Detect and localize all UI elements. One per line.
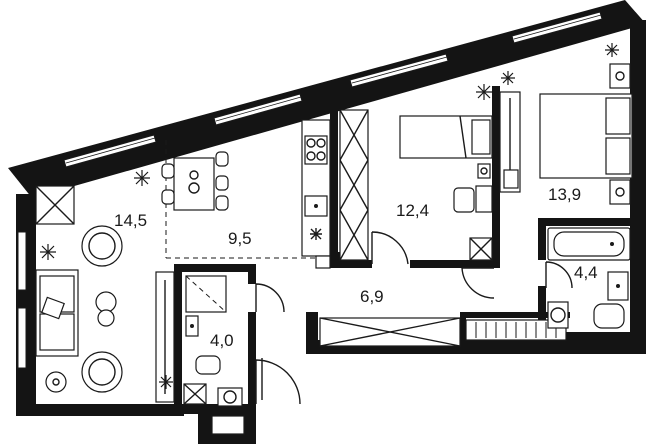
master-bedroom-furniture (503, 63, 633, 205)
doors (255, 231, 573, 405)
area-label-hall: 6,9 (360, 287, 384, 306)
interior-walls (174, 86, 638, 414)
area-label-small-bedroom: 12,4 (396, 201, 429, 220)
plant-icon (159, 375, 173, 389)
area-labels: 14,5 9,5 12,4 13,9 6,9 4,4 4,0 (114, 185, 598, 350)
area-label-dining: 9,5 (228, 229, 252, 248)
guest-bathroom-fixtures (183, 275, 243, 407)
plant-icons (40, 43, 619, 389)
living-furniture (35, 185, 123, 393)
exterior-window-wall (8, 0, 646, 198)
plant-icon (605, 43, 619, 57)
plant-icon (134, 170, 150, 186)
area-label-master-bedroom: 13,9 (548, 185, 581, 204)
plant-icon (476, 84, 492, 100)
kitchen-counter (301, 119, 331, 269)
main-bathroom-fixtures (547, 227, 631, 329)
area-label-main-bathroom: 4,4 (574, 263, 598, 282)
plant-icon (40, 244, 56, 260)
area-label-guest-bathroom: 4,0 (210, 331, 234, 350)
area-label-living: 14,5 (114, 211, 147, 230)
small-bedroom-furniture (399, 115, 493, 261)
plant-icon (501, 71, 515, 85)
storage-units (155, 91, 567, 403)
dining-set (161, 151, 229, 211)
